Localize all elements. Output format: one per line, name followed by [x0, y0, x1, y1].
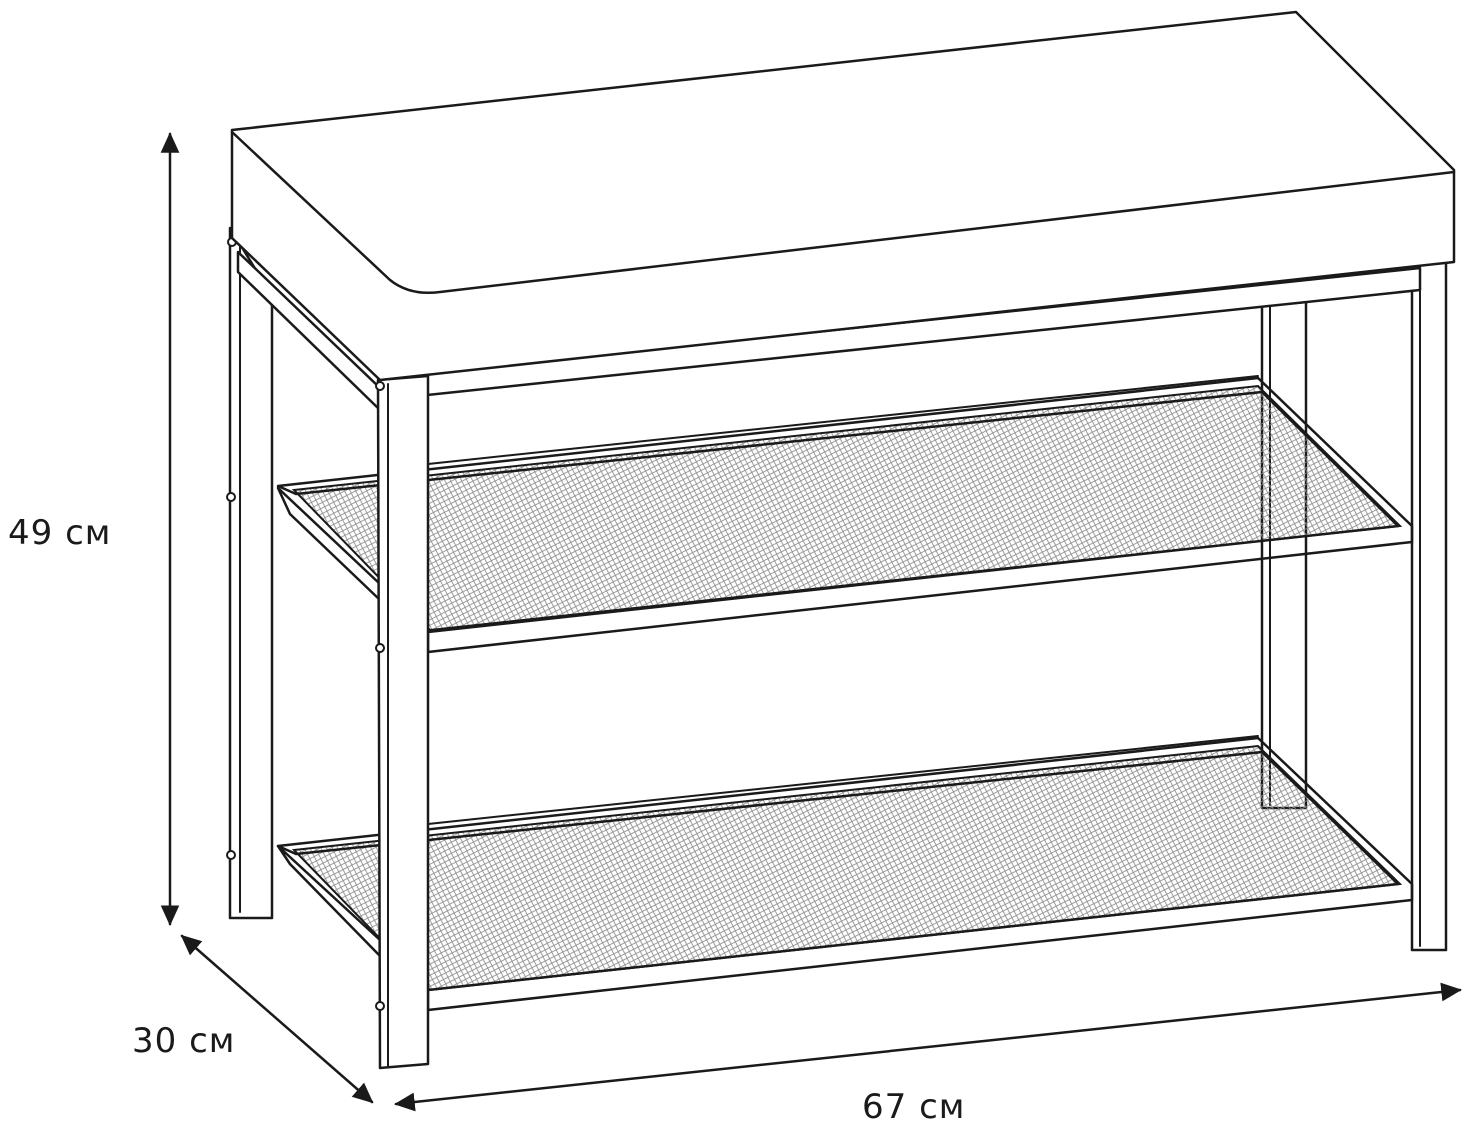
depth-dimension-arrow	[180, 934, 374, 1104]
width-dimension-arrow	[394, 982, 1462, 1112]
height-label: 49 см	[8, 513, 111, 553]
front-left-leg	[375, 374, 430, 1070]
seat-cushion	[230, 10, 1456, 382]
top-mesh-shelf	[276, 375, 1414, 654]
front-right-leg	[1410, 260, 1448, 952]
depth-label: 30 см	[132, 1021, 235, 1061]
back-left-leg	[226, 226, 274, 920]
bottom-mesh-shelf	[276, 735, 1414, 1012]
width-label: 67 см	[862, 1087, 965, 1127]
